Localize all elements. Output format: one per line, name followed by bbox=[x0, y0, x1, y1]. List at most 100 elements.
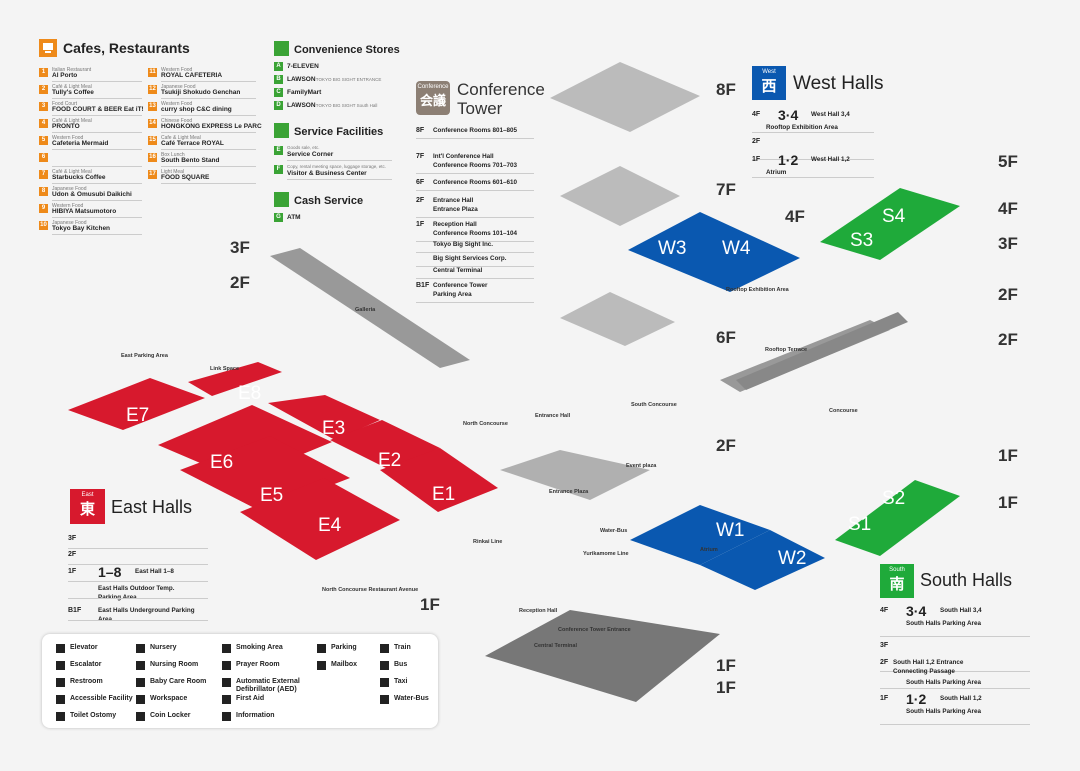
legend-icon bbox=[380, 661, 389, 670]
separator bbox=[880, 688, 1030, 689]
legend-icon bbox=[136, 695, 145, 704]
separator bbox=[161, 115, 256, 116]
cafe-number-badge: 17 bbox=[148, 170, 157, 179]
place-label-water-bus: Water-Bus bbox=[600, 528, 628, 534]
south-floor: 3F bbox=[880, 642, 889, 649]
legend-icon bbox=[56, 661, 65, 670]
separator bbox=[52, 98, 142, 99]
place-label-concourse: Concourse bbox=[829, 408, 858, 414]
south-floor: 4F bbox=[880, 607, 889, 614]
cafe-number-badge: 16 bbox=[148, 153, 157, 162]
cafe-name: curry shop C&C dining bbox=[161, 106, 232, 113]
hall-w1-shape bbox=[630, 505, 770, 565]
cafe-type: Box Lunch bbox=[161, 152, 185, 158]
separator bbox=[52, 200, 142, 201]
rooftop-terrace-shape bbox=[736, 312, 908, 390]
east-floor: 3F bbox=[68, 535, 77, 542]
legend-icon bbox=[56, 678, 65, 687]
cafe-name: Tokyo Bay Kitchen bbox=[52, 225, 111, 232]
hall-label-east: E2 bbox=[378, 450, 402, 471]
conference-room-text: Conference Rooms 601–610 bbox=[433, 179, 517, 186]
cafe-number-badge: 1 bbox=[39, 68, 48, 77]
legend-icon bbox=[317, 661, 326, 670]
south-hall-sub: South Halls Parking Area bbox=[906, 708, 981, 715]
separator bbox=[52, 132, 142, 133]
west-hall-sub: Atrium bbox=[766, 169, 787, 176]
cafe-type: Café & Light Meal bbox=[52, 118, 92, 124]
east-floor: B1F bbox=[68, 607, 82, 614]
cafe-type: Japanese Food bbox=[161, 84, 196, 90]
store-letter-badge: A bbox=[274, 62, 283, 71]
cafe-type: Western Food bbox=[161, 101, 193, 107]
legend-icon bbox=[56, 644, 65, 653]
service-letter-badge: E bbox=[274, 146, 283, 155]
place-label-east-parking: East Parking Area bbox=[121, 353, 168, 359]
legend-label: Train bbox=[394, 644, 411, 651]
legend-label: Accessible Facility bbox=[70, 695, 133, 702]
floor-indicator: 6F bbox=[716, 328, 736, 347]
conference-room-text: Parking Area bbox=[433, 291, 472, 298]
service-letter-badge: F bbox=[274, 165, 283, 174]
separator bbox=[52, 81, 142, 82]
conference-7f-shape bbox=[560, 166, 680, 226]
legend-icon bbox=[222, 712, 231, 721]
conference-6f-shape bbox=[560, 292, 675, 346]
hall-label-east: E4 bbox=[318, 515, 342, 536]
floor-indicator: 1F bbox=[716, 656, 736, 675]
hall-e7-shape bbox=[68, 378, 205, 430]
west-badge: West 西 bbox=[752, 66, 786, 100]
separator bbox=[68, 620, 208, 621]
separator bbox=[880, 636, 1030, 637]
cafe-name: HONGKONG EXPRESS Le PARC bbox=[161, 123, 262, 130]
hall-e3-shape bbox=[268, 395, 380, 440]
cafe-name: South Bento Stand bbox=[161, 157, 220, 164]
cafe-type: Café & Light Meal bbox=[52, 84, 92, 90]
separator bbox=[416, 138, 534, 139]
store-note: TOKYO BIG SIGHT South Hall bbox=[315, 103, 378, 108]
cafe-type: Food Court bbox=[52, 101, 78, 107]
separator bbox=[52, 166, 142, 167]
hall-label-south: S4 bbox=[882, 206, 906, 227]
place-label-rinkai-line: Rinkai Line bbox=[473, 539, 503, 545]
place-label-reception-hall: Reception Hall bbox=[519, 608, 558, 614]
cafe-type: Japanese Food bbox=[52, 186, 87, 192]
legend-label: Escalator bbox=[70, 661, 102, 668]
legend-label: Restroom bbox=[70, 678, 103, 685]
b1f-parking-shape bbox=[485, 610, 720, 702]
cafe-number-badge: 8 bbox=[39, 187, 48, 196]
legend-label: Prayer Room bbox=[236, 661, 280, 668]
west-hall-number: 3·4 bbox=[778, 107, 799, 123]
floor-indicator: 2F bbox=[998, 330, 1018, 349]
conference-room-text: Conference Tower bbox=[433, 282, 488, 289]
place-label-conference-tower-entrance: Conference Tower Entrance bbox=[558, 627, 631, 633]
hall-label-west: W2 bbox=[778, 548, 807, 569]
cafe-type: Light Meal bbox=[161, 169, 185, 175]
legend-label: Information bbox=[236, 712, 275, 719]
store-letter-badge: C bbox=[274, 88, 283, 97]
service-name: Service Corner bbox=[287, 151, 334, 158]
separator bbox=[752, 132, 874, 133]
conference-floor: 6F bbox=[416, 179, 425, 186]
legend-icon bbox=[380, 678, 389, 687]
conference-title: Conference Tower bbox=[457, 80, 545, 118]
south-badge: South 南 bbox=[880, 564, 914, 598]
south-hall-text: South Hall 1,2 Entrance bbox=[893, 659, 964, 666]
hall-e8-shape bbox=[188, 362, 282, 396]
separator bbox=[752, 159, 874, 160]
convenience-title: Convenience Stores bbox=[294, 44, 400, 56]
separator bbox=[52, 183, 142, 184]
legend-icon bbox=[222, 678, 231, 687]
service-facilities-icon bbox=[274, 123, 289, 138]
legend-label: Water-Bus bbox=[394, 695, 429, 702]
hall-e6-shape bbox=[158, 405, 332, 480]
east-hall-text: East Halls Outdoor Temp. Parking Area bbox=[98, 585, 175, 601]
cafe-number-badge: 2 bbox=[39, 85, 48, 94]
legend-label: Coin Locker bbox=[150, 712, 191, 719]
place-label-south-concourse: South Concourse bbox=[631, 402, 677, 408]
hall-e4-shape bbox=[240, 478, 400, 560]
cafe-number-badge: 4 bbox=[39, 119, 48, 128]
south-hall-sub: South Halls Parking Area bbox=[906, 679, 981, 686]
separator bbox=[416, 173, 534, 174]
cafe-type: Western Food bbox=[52, 203, 84, 209]
cafe-name: PRONTO bbox=[52, 123, 80, 130]
